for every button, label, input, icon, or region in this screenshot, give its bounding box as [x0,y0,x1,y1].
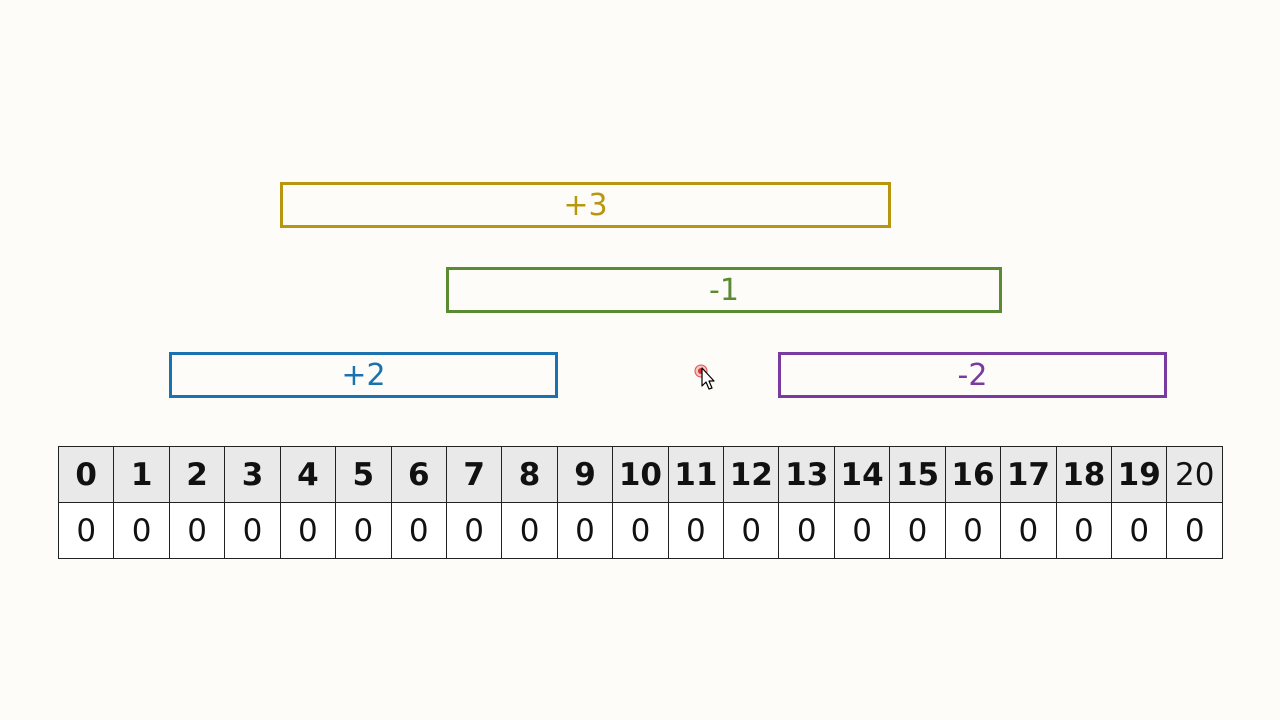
index-cell: 11 [667,446,725,503]
value-cell: 0 [944,502,1002,559]
value-cell: 0 [833,502,891,559]
index-cell: 13 [778,446,835,503]
value-cell: 0 [556,502,614,559]
index-cell: 10 [612,446,669,503]
range-update-minus1[interactable]: -1 [446,267,1002,313]
index-cell: 0 [57,446,115,503]
value-cell: 0 [667,502,725,559]
index-cell: 8 [501,446,558,503]
value-cell: 0 [778,502,835,559]
mouse-cursor-icon [694,364,715,390]
value-cell: 0 [224,502,281,559]
index-cell: 16 [944,446,1002,503]
index-cell: 7 [445,446,503,503]
index-cell: 12 [723,446,780,503]
range-update-plus3[interactable]: +3 [280,182,891,228]
value-cell: 0 [113,502,170,559]
value-cell: 0 [612,502,669,559]
index-cell: 9 [556,446,614,503]
value-cell: 0 [279,502,337,559]
range-label: -1 [709,272,739,308]
value-cell: 0 [335,502,392,559]
index-cell: 5 [335,446,392,503]
index-cell: 3 [224,446,281,503]
value-cell: 0 [1111,502,1168,559]
value-cell: 0 [57,502,115,559]
value-cell: 0 [390,502,447,559]
value-cell: 0 [501,502,558,559]
value-cell: 0 [1055,502,1113,559]
index-cell: 18 [1055,446,1113,503]
range-label: -2 [957,357,988,393]
value-cell: 0 [445,502,503,559]
index-cell: 6 [390,446,447,503]
value-cell: 0 [1000,502,1057,559]
index-cell: 4 [279,446,337,503]
index-cell: 2 [168,446,226,503]
index-cell: 1 [113,446,170,503]
index-cell: 17 [1000,446,1057,503]
value-cell: 0 [723,502,780,559]
range-label: +2 [341,357,386,393]
value-cell: 0 [889,502,946,559]
index-cell: 14 [833,446,891,503]
value-cell: 0 [1166,502,1223,559]
range-update-plus2[interactable]: +2 [169,352,558,398]
value-cell: 0 [168,502,226,559]
range-update-minus2[interactable]: -2 [778,352,1167,398]
index-cell: 19 [1111,446,1168,503]
range-label: +3 [563,187,608,223]
index-cell: 20 [1166,446,1223,503]
index-cell: 15 [889,446,946,503]
